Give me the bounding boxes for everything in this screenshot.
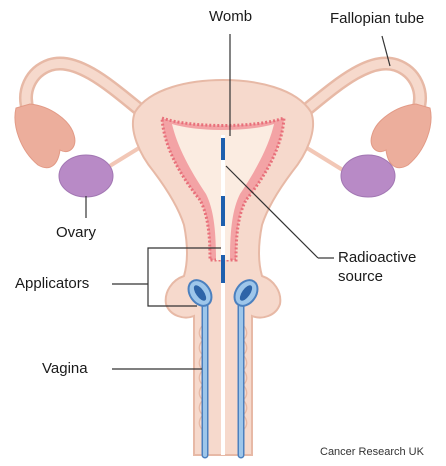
credit-text: Cancer Research UK bbox=[320, 446, 424, 458]
label-vagina: Vagina bbox=[42, 360, 88, 378]
label-womb: Womb bbox=[209, 8, 252, 26]
label-ovary: Ovary bbox=[56, 224, 96, 242]
ovary-right bbox=[341, 155, 395, 197]
ovary-left bbox=[59, 155, 113, 197]
label-radioactive-source-line1: Radioactive bbox=[338, 248, 416, 267]
label-radioactive-source-line2: source bbox=[338, 267, 416, 286]
label-fallopian-tube: Fallopian tube bbox=[330, 10, 424, 28]
label-applicators: Applicators bbox=[15, 275, 89, 293]
label-radioactive-source: Radioactive source bbox=[338, 248, 416, 286]
fimbriae-left bbox=[15, 104, 75, 168]
